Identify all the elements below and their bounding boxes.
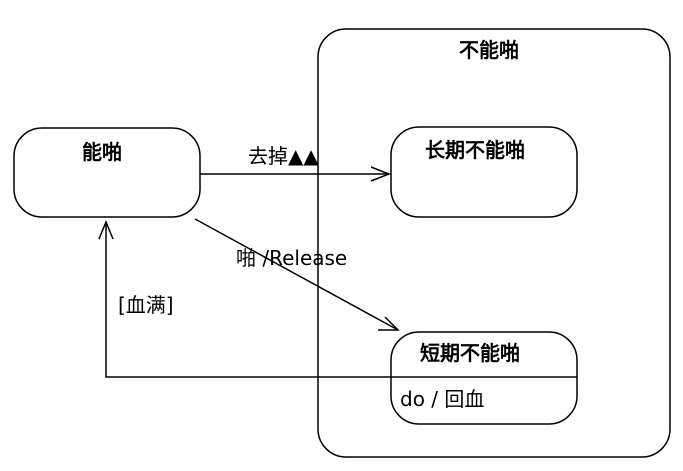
state-short-term-name: 短期不能啪 (420, 341, 520, 365)
transition-remove-arrowhead (370, 166, 392, 182)
transition-release-label: 啪 /Release (236, 246, 348, 270)
transition-release-line (194, 218, 399, 331)
transition-full-hp-label: [血满] (118, 293, 174, 317)
state-short-term-box (390, 331, 578, 425)
transition-remove-label: 去掉▲▲ (248, 144, 319, 168)
state-long-term-box (390, 126, 578, 218)
state-long-term-name: 长期不能啪 (425, 138, 525, 162)
state-short-term-activity: do / 回血 (400, 387, 485, 411)
transition-release-arrowhead (378, 316, 400, 331)
composite-state-name: 不能啪 (459, 38, 519, 62)
transition-full-hp-line (105, 223, 391, 378)
composite-state-frame (317, 28, 671, 458)
state-can-box (13, 127, 201, 218)
state-can-name: 能啪 (82, 140, 122, 164)
transition-full-hp-arrowhead (98, 220, 114, 240)
